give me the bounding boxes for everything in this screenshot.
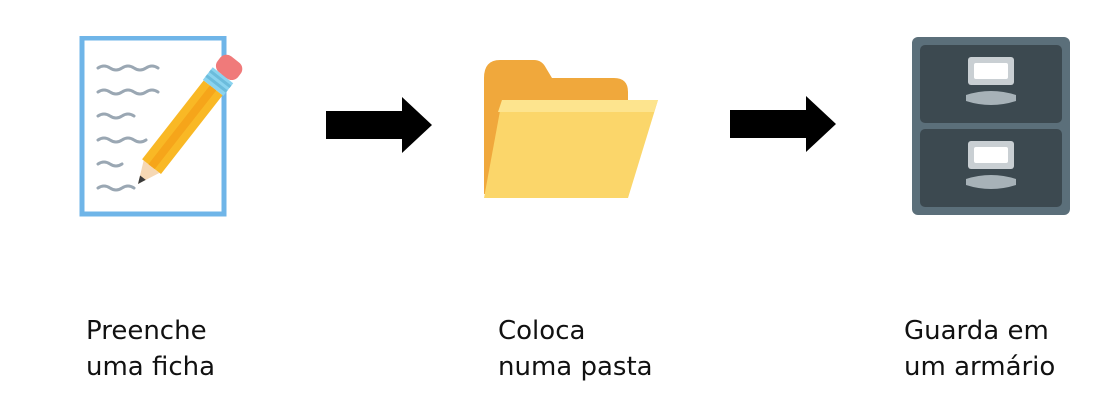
step-3-caption-line1: Guarda em	[904, 316, 1049, 346]
step-2-caption-line1: Coloca	[498, 316, 586, 346]
step-1-caption: Preenche uma ficha	[86, 313, 215, 385]
right-arrow-icon	[728, 94, 838, 154]
step-2-caption: Coloca numa pasta	[498, 313, 653, 385]
step-1-caption-line1: Preenche	[86, 316, 207, 346]
file-cabinet-icon	[912, 37, 1070, 215]
step-3-caption-line2: um armário	[904, 352, 1056, 382]
step-1-caption-line2: uma ficha	[86, 352, 216, 382]
step-2-caption-line2: numa pasta	[498, 352, 653, 382]
right-arrow-icon	[324, 95, 434, 155]
open-folder-icon	[478, 54, 664, 204]
step-3-caption: Guarda em um armário	[904, 313, 1055, 385]
pencil-on-paper-icon	[78, 35, 260, 218]
